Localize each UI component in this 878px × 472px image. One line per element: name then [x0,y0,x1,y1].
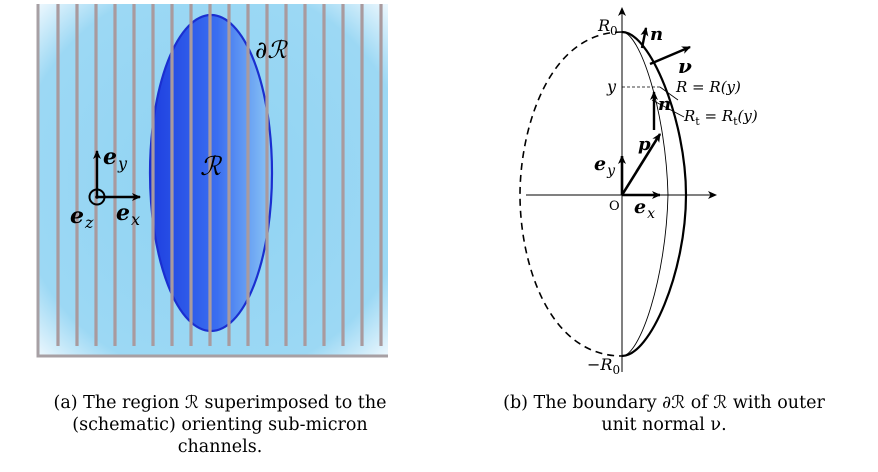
minus-R0-label: −R0 [587,355,620,377]
origin-label: O [609,199,620,214]
ex-label-b: ex [634,196,655,222]
region-label: ℛ [200,152,223,182]
R-eq-label: R = R(y) [675,78,741,96]
R0-label: R0 [597,16,618,38]
hidden-boundary-half [519,31,623,357]
ez-dot [95,195,99,199]
ey-label: ey [103,144,128,173]
caption-b-line: unit normal ν. [601,415,727,435]
panel-b-boundary-diagram: R0 −R0 y R = R(y) Rt = Rt(y) n ν n p ey … [440,0,878,472]
caption-b-line: (b) The boundary ∂ℛ of ℛ with outer [503,393,825,413]
boundary-label: ∂ℛ [255,36,288,64]
caption-b: (b) The boundary ∂ℛ of ℛ with outer unit… [450,392,878,436]
channel-lines [56,4,383,346]
p-vector [620,133,662,196]
n-vector-top [640,27,649,49]
boundary-normal-svg: R0 −R0 y R = R(y) Rt = Rt(y) n ν n p ey … [519,7,758,377]
n-top-label: n [650,24,663,45]
ez-label: ez [70,203,94,232]
caption-a-line: (a) The region ℛ superimposed to the [53,393,387,413]
frame-axes [36,4,388,358]
nu-label: ν [678,54,692,78]
nu-vector [649,45,691,66]
region-channels-svg: ℛ ∂ℛ ey ex ez [36,4,388,358]
leader-R [659,86,679,101]
panel-a-region-diagram: ℛ ∂ℛ ey ex ez [36,4,388,358]
ex-label: ex [116,200,140,229]
n-mid-label: n [658,94,671,115]
inner-profile-curve [621,31,669,357]
caption-a-line: (schematic) orienting sub-micron [72,415,368,435]
ez-circle [88,188,106,206]
leader-Rt [651,99,685,118]
p-label: p [638,134,651,155]
y-label: y [606,77,617,96]
outer-boundary-curve [621,30,688,358]
basis-vectors [88,150,141,206]
ey-label-b: ey [594,153,616,179]
caption-a: (a) The region ℛ superimposed to the (sc… [0,392,440,458]
caption-a-line: channels. [177,437,263,457]
Rt-eq-label: Rt = Rt(y) [683,107,758,128]
